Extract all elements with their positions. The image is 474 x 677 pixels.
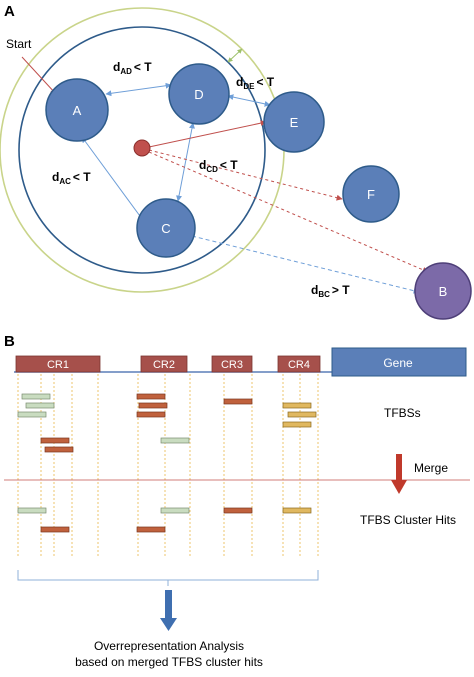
distance-de-label: dDE< T — [236, 75, 275, 91]
analysis-line-1: Overrepresentation Analysis — [94, 639, 244, 653]
node-a-label: A — [73, 103, 82, 118]
cr4-box — [277, 355, 321, 373]
node-f-circle — [342, 165, 400, 223]
cluster-hits-label: TFBS Cluster Hits — [360, 513, 456, 527]
tfbs-site — [25, 402, 55, 409]
tfbs-site — [282, 402, 312, 409]
cluster-hit — [160, 507, 190, 514]
merge-arrow-icon — [391, 454, 407, 494]
node-f-label: F — [367, 187, 375, 202]
cr1-label: CR1 — [47, 359, 69, 371]
link-a-d — [105, 82, 172, 97]
gene-box — [331, 347, 467, 377]
panel-b-label: B — [4, 333, 15, 350]
threshold-indicator — [227, 48, 243, 63]
center-seed — [133, 139, 151, 157]
arrow-center-b — [148, 151, 429, 273]
cr4-label: CR4 — [288, 359, 310, 371]
link-c-d — [176, 122, 195, 202]
analysis-line-2: based on merged TFBS cluster hits — [75, 655, 263, 669]
node-c-label: C — [161, 221, 170, 236]
cluster-hit — [136, 526, 166, 533]
cr2-label: CR2 — [153, 359, 175, 371]
node-d-circle — [168, 63, 230, 125]
gene-label: Gene — [383, 356, 413, 370]
cr2-box — [140, 355, 188, 373]
cluster-hit — [40, 526, 70, 533]
cluster-hit — [17, 507, 47, 514]
regions-brace — [17, 570, 319, 586]
start-label: Start — [6, 37, 32, 51]
tfbs-site — [138, 402, 168, 409]
cr1-box — [15, 355, 101, 373]
cluster-hit — [223, 507, 253, 514]
node-b-label: B — [439, 284, 448, 299]
arrow-center-f — [148, 149, 343, 201]
distance-ac-label: dAC< T — [52, 170, 91, 186]
tfbs-site — [223, 398, 253, 405]
panel-a-label: A — [4, 3, 15, 20]
inner-cluster-ring — [18, 26, 266, 274]
link-a-c — [81, 136, 149, 228]
analysis-arrow-icon — [160, 590, 177, 631]
tfbs-site — [21, 393, 51, 400]
tfbs-site — [44, 446, 74, 453]
distance-cd-label: dCD< T — [199, 158, 238, 174]
tfbs-sites — [17, 393, 317, 453]
tfbs-site — [40, 437, 70, 444]
link-c-b — [191, 235, 420, 294]
distance-bc-label: dBC> T — [311, 283, 350, 299]
node-e-circle — [263, 91, 325, 153]
tfbs-site — [287, 411, 317, 418]
tfbs-label: TFBSs — [384, 406, 421, 420]
distance-ad-label: dAD< T — [113, 60, 152, 76]
node-b-circle — [414, 262, 472, 320]
start-arrow — [21, 56, 57, 95]
tfbs-site — [282, 421, 312, 428]
cluster-hits — [17, 507, 312, 533]
tfbs-site — [136, 393, 166, 400]
merge-label: Merge — [414, 461, 448, 475]
cluster-hit — [282, 507, 312, 514]
node-a-circle — [45, 78, 109, 142]
cr3-label: CR3 — [221, 359, 243, 371]
tfbs-site — [160, 437, 190, 444]
link-d-e — [227, 94, 271, 107]
cr3-box — [211, 355, 253, 373]
tfbs-site — [17, 411, 47, 418]
node-d-label: D — [194, 87, 203, 102]
arrow-center-e — [148, 120, 267, 148]
node-c-circle — [136, 198, 196, 258]
tfbs-site — [136, 411, 166, 418]
node-e-label: E — [290, 115, 299, 130]
